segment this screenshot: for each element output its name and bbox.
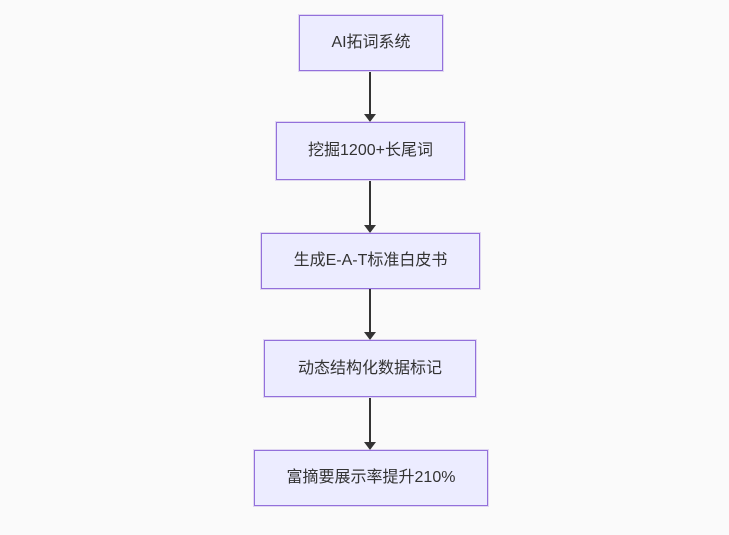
flowchart-node-label: AI拓词系统 [331,34,411,51]
flowchart-node: 挖掘1200+长尾词 [276,122,465,180]
arrow-line [369,72,371,116]
flowchart-node-label: 动态结构化数据标记 [297,359,442,377]
arrow-line [369,398,371,444]
arrow-line [369,181,371,227]
flowchart-node: 动态结构化数据标记 [264,340,476,397]
flowchart-node-label: 富摘要展示率提升210% [286,469,456,486]
flowchart-node: AI拓词系统 [299,15,443,71]
arrow-down-head-icon [364,332,376,340]
flowchart-arrow [364,181,376,233]
arrow-down-head-icon [364,225,376,233]
flowchart-node: 富摘要展示率提升210% [254,450,488,506]
flowchart-arrow [364,289,376,340]
flowchart-node-label: 生成E-A-T标准白皮书 [293,252,448,269]
arrow-down-head-icon [364,114,376,122]
arrow-line [369,289,371,334]
arrow-down-head-icon [364,442,376,450]
flowchart-node: 生成E-A-T标准白皮书 [261,233,480,289]
flowchart-node-label: 挖掘1200+长尾词 [308,142,433,159]
flowchart-arrow [364,398,376,450]
flowchart-arrow [364,72,376,122]
